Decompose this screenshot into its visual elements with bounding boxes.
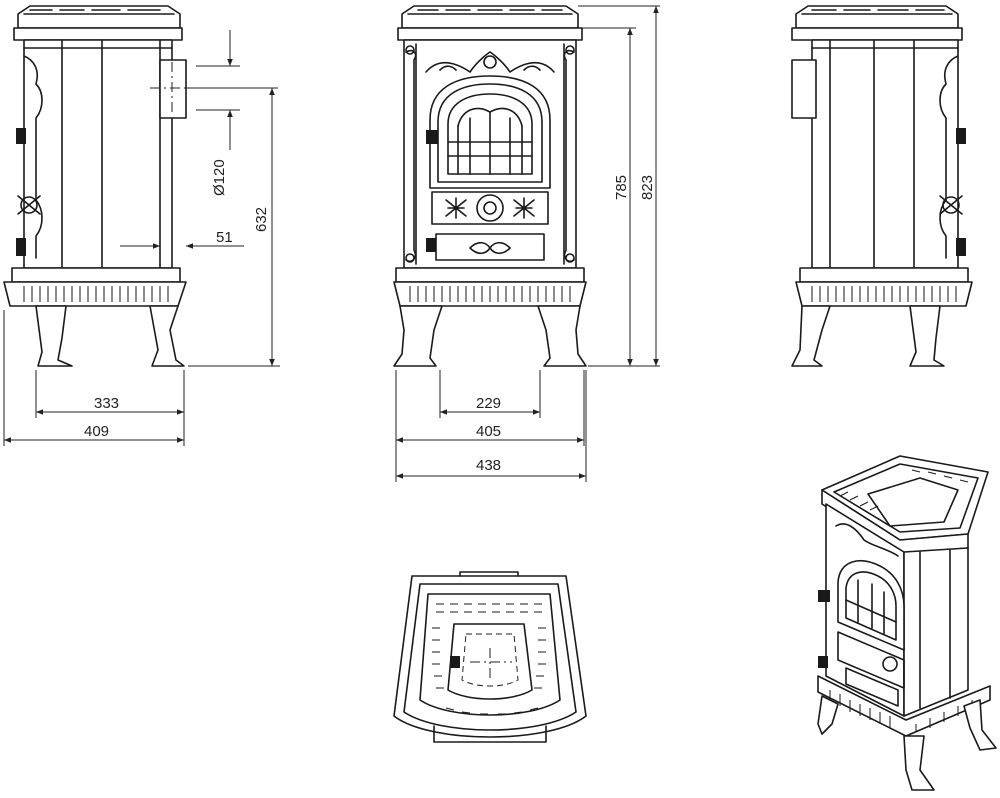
side-view-right bbox=[791, 5, 973, 367]
front-view bbox=[393, 5, 660, 482]
dim-height-body: 785 bbox=[613, 175, 630, 200]
dim-width-feet: 229 bbox=[476, 395, 501, 412]
dim-width-base: 438 bbox=[476, 457, 501, 474]
dim-depth-total: 409 bbox=[84, 423, 109, 440]
dim-flue-height: 632 bbox=[253, 207, 270, 232]
isometric-view bbox=[817, 455, 997, 791]
dim-height-total: 823 bbox=[639, 175, 656, 200]
side-view-left bbox=[3, 5, 280, 446]
dim-flue-offset: 51 bbox=[216, 229, 233, 246]
top-view bbox=[393, 571, 587, 743]
dim-depth-feet: 333 bbox=[94, 395, 119, 412]
dim-width-top: 405 bbox=[476, 423, 501, 440]
dim-flue-diameter: Ø120 bbox=[211, 159, 228, 196]
